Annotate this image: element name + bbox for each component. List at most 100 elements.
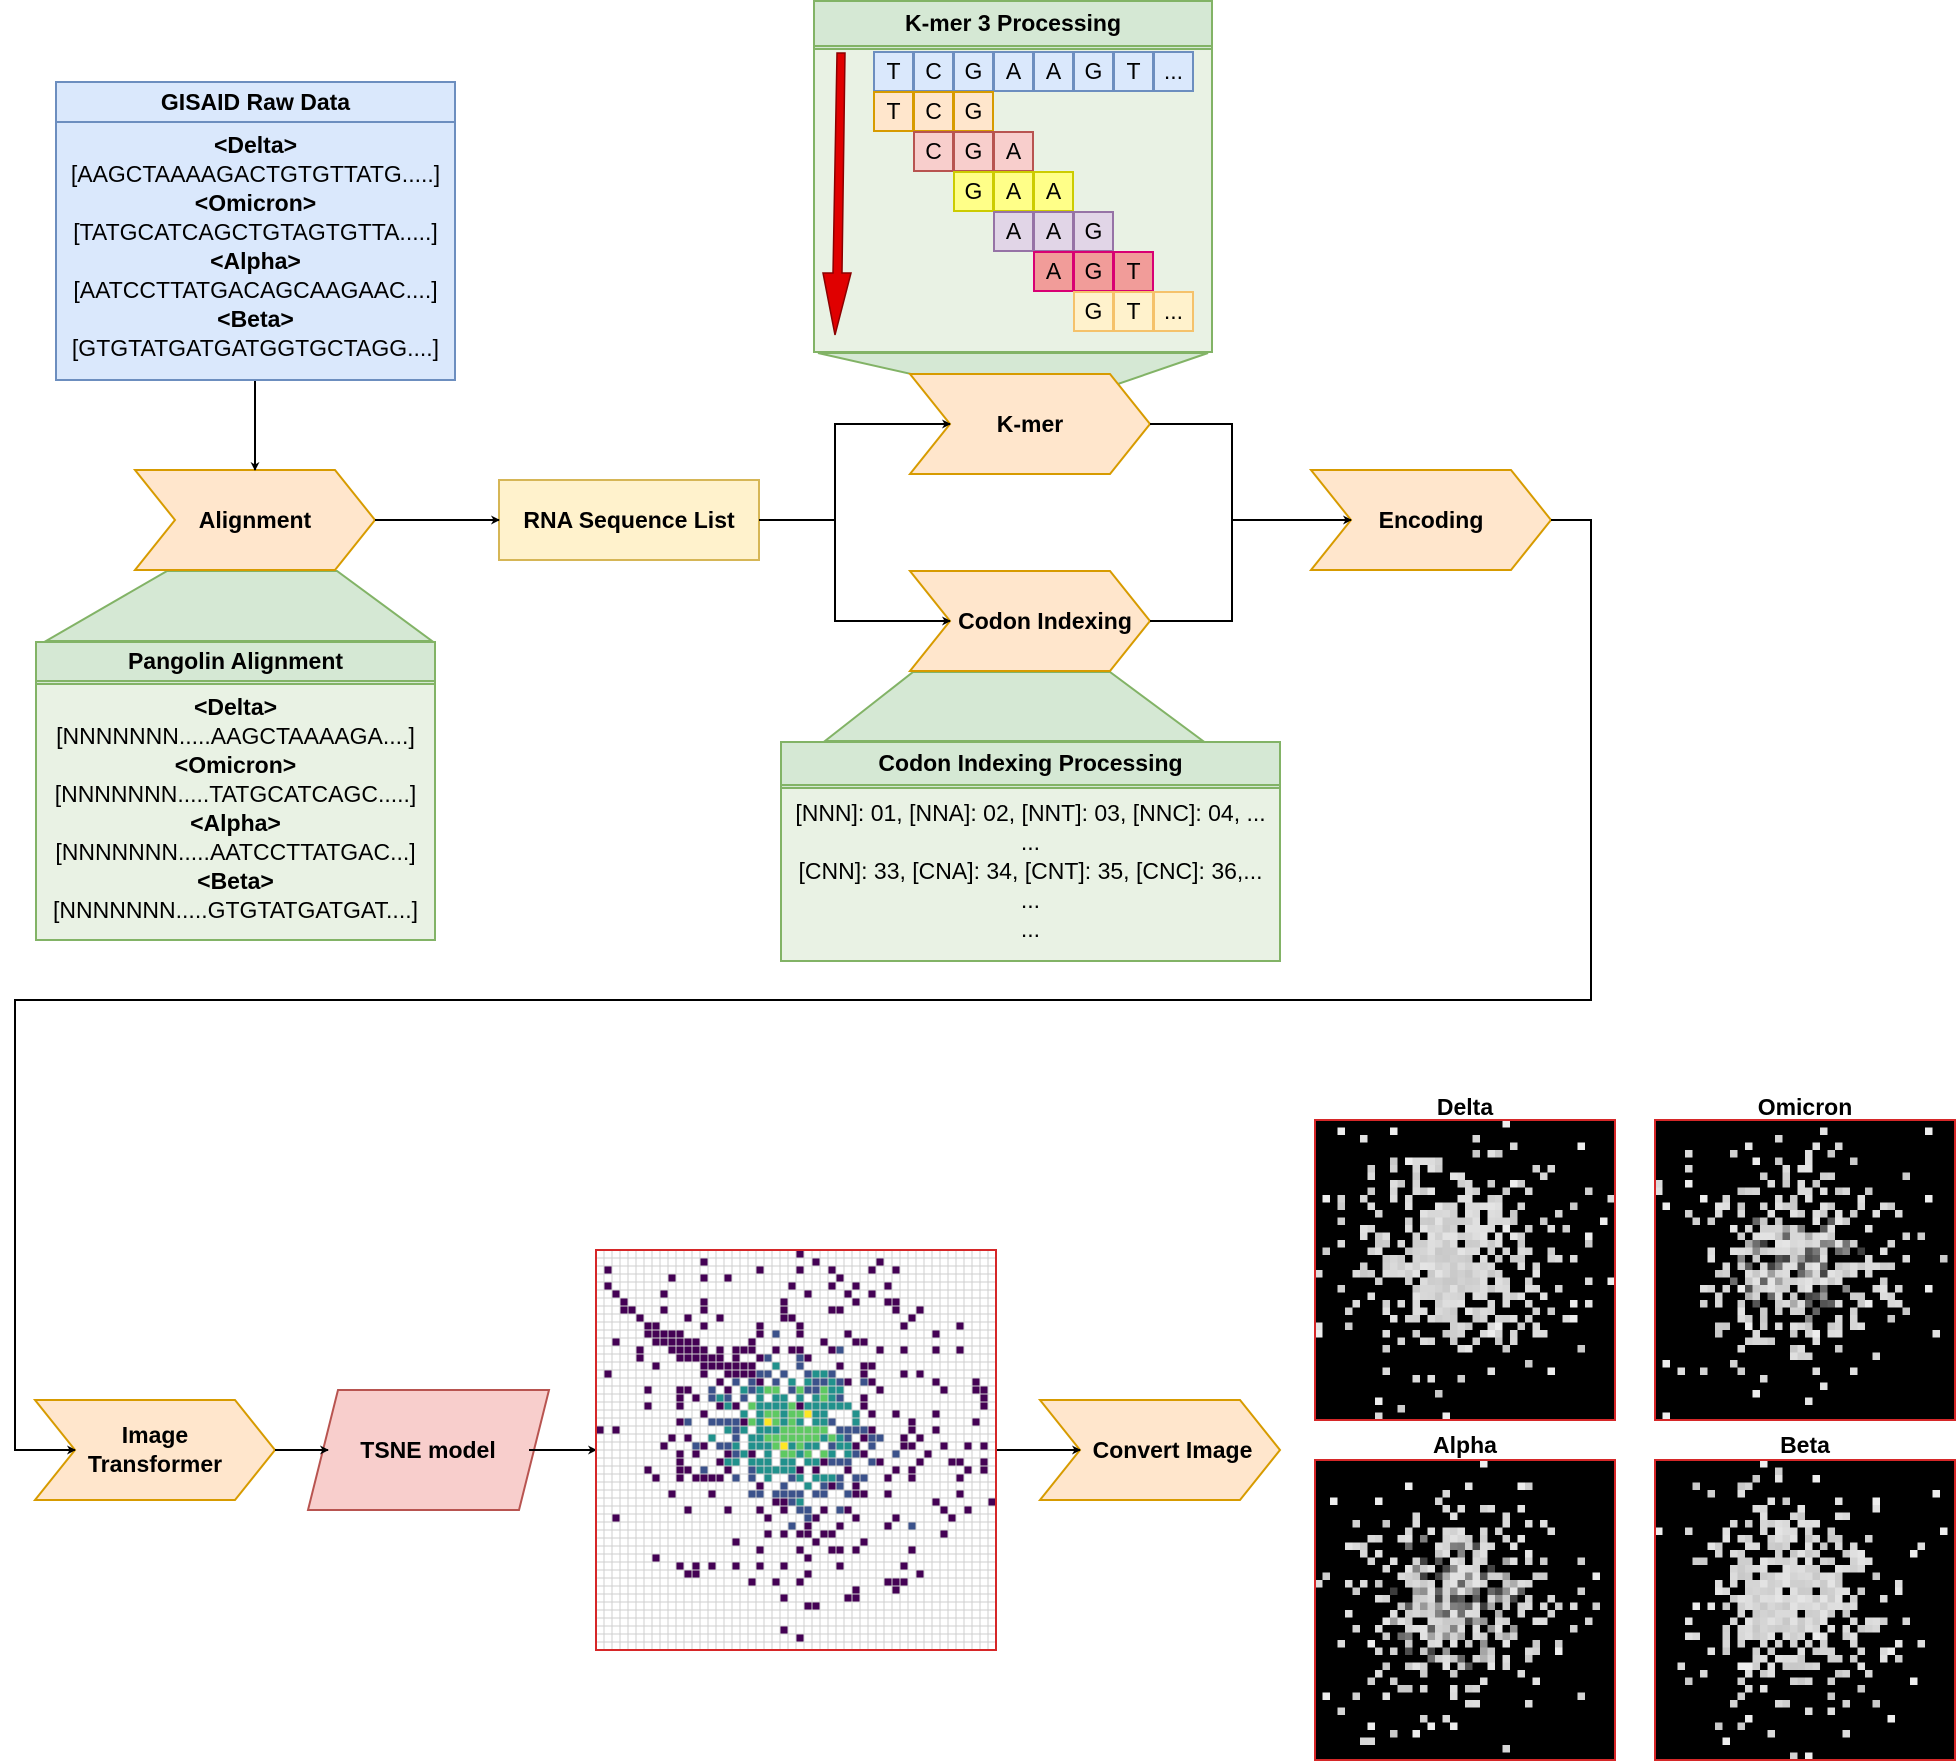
tsne-cell <box>876 1386 884 1394</box>
panel-pixel <box>1450 1172 1458 1180</box>
panel-pixel <box>1797 1165 1805 1173</box>
panel-pixel <box>1782 1270 1790 1278</box>
panel-pixel <box>1450 1670 1458 1678</box>
tsne-cell <box>772 1418 780 1426</box>
panel-pixel <box>1450 1330 1458 1338</box>
tsne-cell <box>756 1458 764 1466</box>
panel-pixel <box>1872 1617 1880 1625</box>
tsne-cell <box>820 1402 828 1410</box>
tsne-cell <box>772 1490 780 1498</box>
tsne-cell <box>828 1442 836 1450</box>
tsne-cell <box>820 1530 828 1538</box>
tsne-cell <box>932 1498 940 1506</box>
tsne-cell <box>684 1434 692 1442</box>
panel-pixel <box>1797 1580 1805 1588</box>
panel-pixel <box>1442 1315 1450 1323</box>
panel-pixel <box>1797 1617 1805 1625</box>
panel-pixel <box>1707 1285 1715 1293</box>
panel-pixel <box>1450 1300 1458 1308</box>
panel-pixel <box>1367 1535 1375 1543</box>
panel-pixel <box>1480 1557 1488 1565</box>
panel-pixel <box>1420 1662 1428 1670</box>
kmer-window-cell: A <box>993 211 1034 252</box>
tsne-cell <box>740 1418 748 1426</box>
panel-pixel <box>1805 1572 1813 1580</box>
panel-pixel <box>1857 1202 1865 1210</box>
panel-pixel <box>1835 1142 1843 1150</box>
panel-pixel <box>1472 1557 1480 1565</box>
panel-pixel <box>1880 1617 1888 1625</box>
panel-pixel <box>1820 1247 1828 1255</box>
tsne-cell <box>764 1450 772 1458</box>
panel-pixel <box>1465 1685 1473 1693</box>
panel-pixel <box>1767 1270 1775 1278</box>
panel-pixel <box>1880 1647 1888 1655</box>
tsne-cell <box>780 1466 788 1474</box>
gisaid-entries: <Delta> [AAGCTAAAAGACTGTGTTATG.....] <Om… <box>57 123 454 363</box>
codon-line: ... <box>1020 916 1041 942</box>
panel-pixel <box>1745 1337 1753 1345</box>
panel-pixel <box>1427 1722 1435 1730</box>
panel-pixel <box>1450 1587 1458 1595</box>
tsne-cell <box>980 1466 988 1474</box>
panel-pixel <box>1820 1240 1828 1248</box>
panel-pixel <box>1790 1655 1798 1663</box>
panel-pixel <box>1442 1232 1450 1240</box>
panel-pixel <box>1502 1580 1510 1588</box>
gisaid-label: <Delta> <box>213 132 298 158</box>
panel-pixel <box>1782 1232 1790 1240</box>
tsne-cell <box>804 1378 812 1386</box>
panel-pixel <box>1345 1542 1353 1550</box>
panel-pixel <box>1405 1535 1413 1543</box>
tsne-cell <box>732 1442 740 1450</box>
panel-pixel <box>1397 1602 1405 1610</box>
panel-pixel <box>1805 1677 1813 1685</box>
panel-pixel <box>1480 1505 1488 1513</box>
panel-pixel <box>1450 1610 1458 1618</box>
panel-pixel <box>1435 1240 1443 1248</box>
panel-pixel <box>1390 1270 1398 1278</box>
panel-pixel <box>1775 1247 1783 1255</box>
panel-pixel <box>1367 1292 1375 1300</box>
panel-pixel <box>1442 1715 1450 1723</box>
panel-pixel <box>1895 1210 1903 1218</box>
panel-pixel <box>1480 1240 1488 1248</box>
panel-pixel <box>1797 1655 1805 1663</box>
kmer-step-label: K-mer <box>996 410 1064 437</box>
panel-pixel <box>1820 1210 1828 1218</box>
tsne-cell <box>732 1458 740 1466</box>
panel-pixel <box>1850 1640 1858 1648</box>
panel-pixel <box>1540 1330 1548 1338</box>
panel-pixel <box>1752 1542 1760 1550</box>
tsne-cell <box>772 1426 780 1434</box>
panel-pixel <box>1805 1610 1813 1618</box>
panel-pixel <box>1420 1647 1428 1655</box>
panel-pixel <box>1480 1307 1488 1315</box>
panel-pixel <box>1457 1602 1465 1610</box>
tsne-cell <box>772 1386 780 1394</box>
tsne-cell <box>756 1330 764 1338</box>
panel-pixel <box>1420 1292 1428 1300</box>
panel-pixel <box>1420 1157 1428 1165</box>
panel-pixel <box>1790 1232 1798 1240</box>
panel-pixel <box>1360 1542 1368 1550</box>
panel-pixel <box>1745 1270 1753 1278</box>
panel-pixel <box>1495 1150 1503 1158</box>
tsne-cell <box>852 1426 860 1434</box>
panel-pixel <box>1405 1315 1413 1323</box>
panel-pixel <box>1827 1225 1835 1233</box>
panel-pixel <box>1480 1535 1488 1543</box>
panel-pixel <box>1405 1640 1413 1648</box>
tsne-step-shape <box>306 1389 551 1511</box>
panel-pixel <box>1457 1300 1465 1308</box>
tsne-cell <box>796 1410 804 1418</box>
panel-pixel <box>1487 1202 1495 1210</box>
panel-pixel <box>1730 1225 1738 1233</box>
panel-pixel <box>1517 1587 1525 1595</box>
panel-pixel <box>1797 1285 1805 1293</box>
tsne-cell <box>604 1282 612 1290</box>
panel-pixel <box>1797 1277 1805 1285</box>
panel-pixel <box>1517 1240 1525 1248</box>
panel-pixel <box>1707 1247 1715 1255</box>
panel-pixel <box>1450 1527 1458 1535</box>
